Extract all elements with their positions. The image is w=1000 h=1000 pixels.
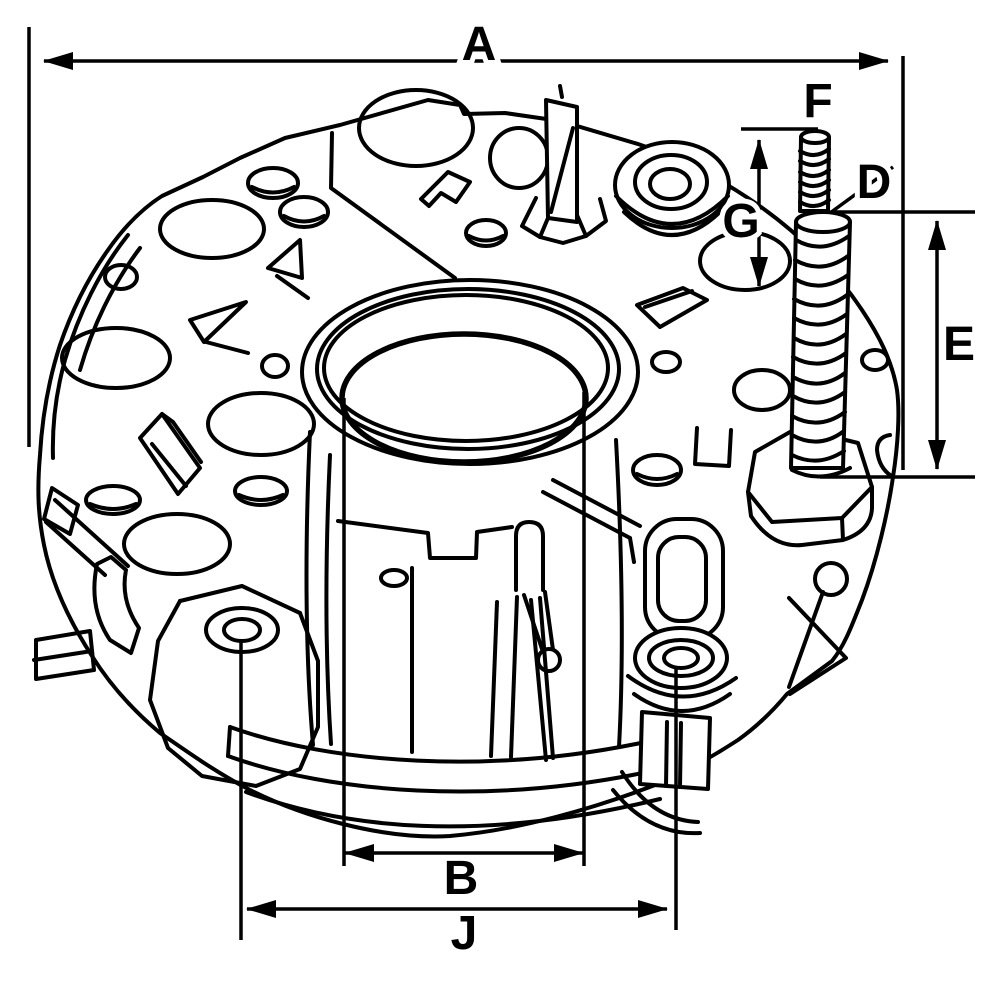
small-edge-hole	[813, 561, 849, 597]
plate-holes	[60, 88, 890, 576]
lower-body	[226, 430, 662, 829]
pin-ball-end	[536, 647, 562, 673]
threaded-stud-front	[789, 210, 852, 470]
threaded-stud-upper	[798, 129, 831, 213]
dim-label-f: F	[803, 75, 832, 128]
leader-line-d	[828, 165, 895, 215]
right-rivet	[633, 626, 729, 690]
plate-slots	[138, 170, 733, 496]
dimension-annotations: A F G D E B J	[27, 13, 980, 965]
left-mounting-lug	[32, 486, 320, 788]
dim-label-e: E	[943, 318, 975, 371]
dim-label-b: B	[444, 852, 479, 905]
blade-pin	[520, 84, 608, 245]
plate-outline	[36, 98, 901, 839]
dim-label-a: A	[462, 18, 497, 71]
bearing-boss	[613, 140, 731, 237]
central-bore	[300, 278, 640, 466]
dim-label-j: J	[451, 907, 478, 960]
dim-label-d: D	[857, 156, 892, 209]
dim-label-g: G	[722, 195, 759, 248]
